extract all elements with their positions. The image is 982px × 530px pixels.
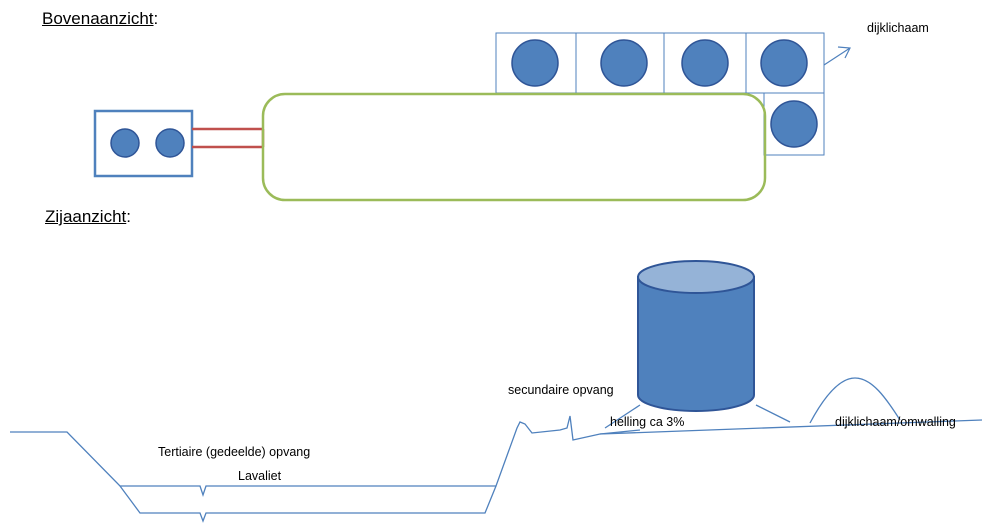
tank-top [637, 260, 755, 294]
tank-circle [770, 100, 818, 148]
basin-outline [261, 92, 767, 202]
secondary-containment-label: secundaire opvang [508, 383, 614, 397]
dike-label-top: dijklichaam [867, 21, 929, 35]
pump-box [93, 109, 194, 178]
side-view-heading: Zijaanzicht: [45, 207, 131, 227]
slope-line [599, 419, 982, 435]
ground-profile [10, 377, 982, 523]
tank-circle [760, 39, 808, 87]
dike-wall-label: dijklichaam/omwalling [835, 415, 956, 429]
tertiary-containment-label: Tertiaire (gedeelde) opvang [158, 445, 311, 459]
tank-circle [511, 39, 559, 87]
tank-circle [600, 39, 648, 87]
top-view-heading: Bovenaanzicht: [42, 9, 158, 29]
lava-rock-label: Lavaliet [238, 469, 282, 483]
side-view-title: Zijaanzicht [45, 207, 127, 226]
colon: : [153, 9, 159, 28]
pump-circle [110, 128, 140, 158]
dike-mound [809, 377, 901, 424]
tank-circles [511, 39, 818, 148]
tank-circle [681, 39, 729, 87]
pump-circles [110, 128, 185, 158]
pipe-connection [192, 127, 265, 149]
colon: : [126, 207, 131, 226]
slope-label: helling ca 3% [610, 415, 685, 429]
tank-leg [755, 404, 791, 423]
tank-body [637, 276, 755, 412]
pump-circle [155, 128, 185, 158]
tank-leg [604, 404, 641, 429]
top-view-title: Bovenaanzicht [42, 9, 154, 28]
ground-line [10, 415, 641, 498]
cylinder-tank [637, 260, 755, 412]
dike-arrow [823, 46, 851, 66]
ground-base-line [119, 485, 497, 523]
